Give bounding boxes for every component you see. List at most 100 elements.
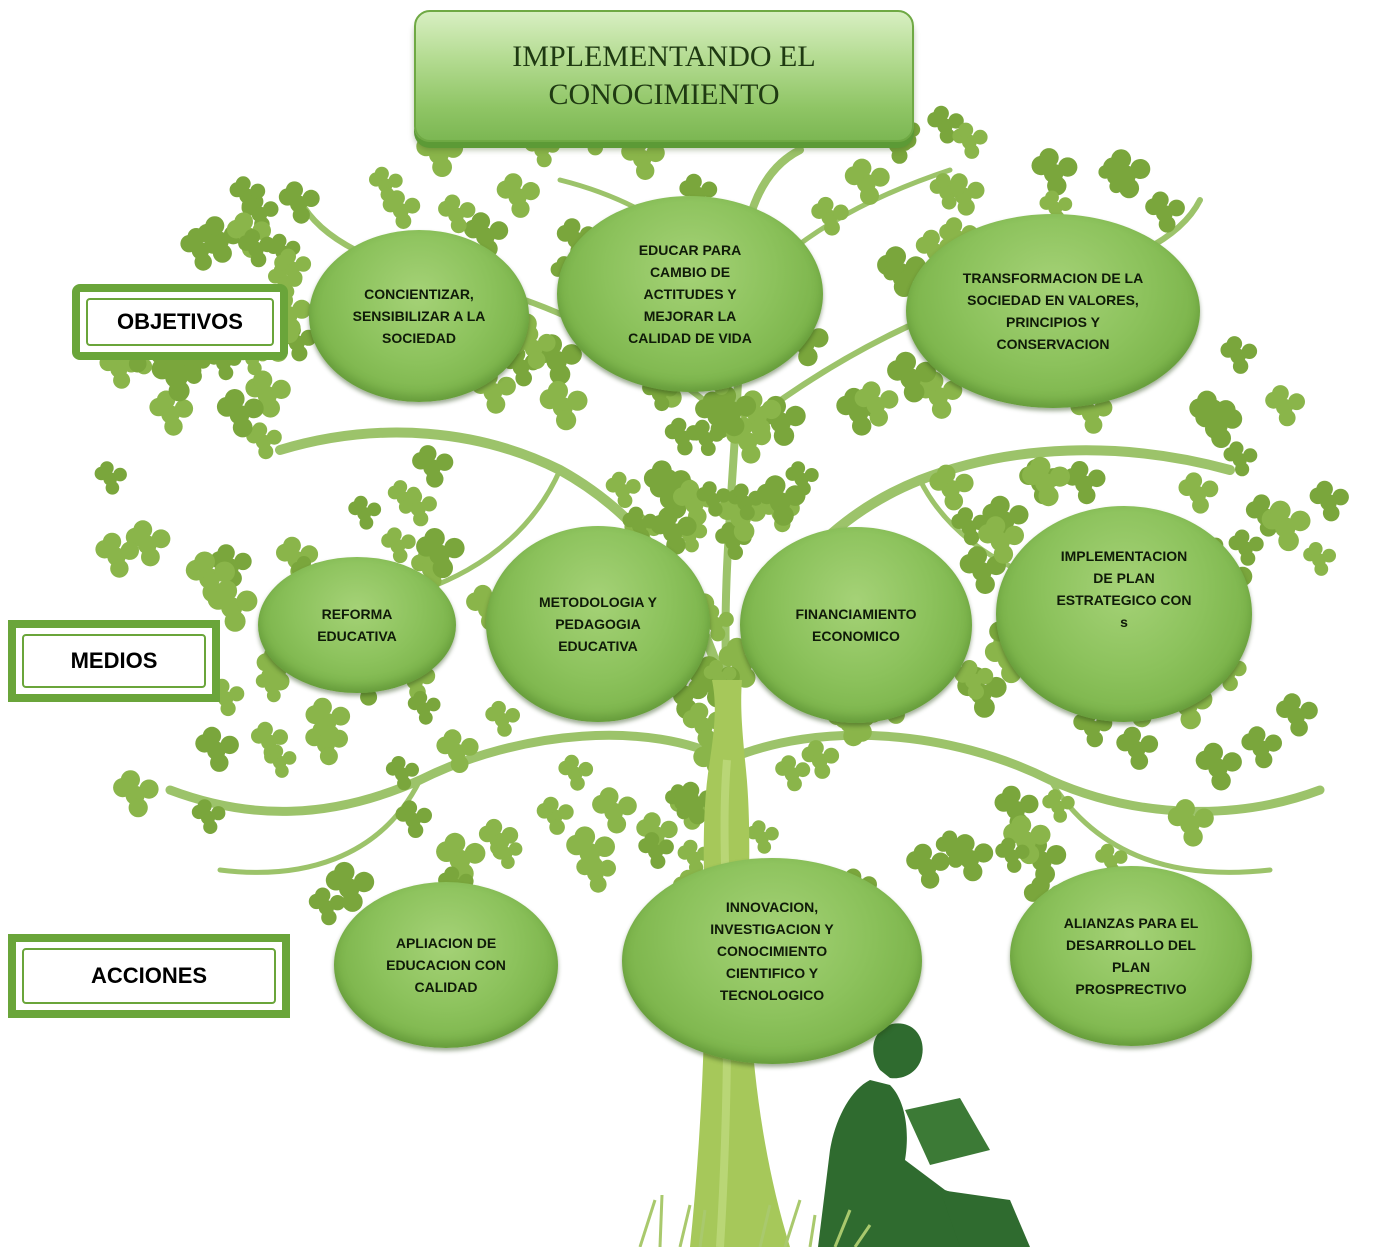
leaf-lobe [985, 516, 1006, 536]
leaf-lobe [421, 496, 437, 512]
leaf-lobe [1111, 149, 1132, 170]
leaf-lobe [702, 481, 717, 496]
leaf-lobe [957, 198, 975, 216]
leaf-lobe [1015, 844, 1030, 859]
leaf-lobe [685, 173, 702, 190]
leaf-lobe [862, 381, 881, 400]
leaf-lobe [628, 506, 644, 522]
leaf-cluster [1145, 191, 1185, 233]
leaf-lobe [202, 726, 222, 746]
leaf-lobe [599, 859, 616, 877]
leaf-lobe [944, 491, 964, 511]
leaf-lobe [1140, 735, 1159, 753]
leaf-lobe [1270, 500, 1291, 522]
leaf-cluster [592, 787, 637, 834]
leaf-lobe [710, 626, 726, 642]
leaf-lobe [681, 781, 700, 800]
leaf-lobe [582, 856, 604, 877]
objetivos-label-box: OBJETIVOS [72, 284, 288, 360]
leaf-lobe [395, 213, 412, 230]
leaf-lobe [1289, 510, 1311, 532]
leaf-lobe [1038, 486, 1059, 507]
leaf-cluster [238, 229, 276, 268]
acciones-label: ACCIONES [90, 963, 208, 988]
medio-node-metodologia: METODOLOGIA Y PEDAGOGIA EDUCATIVA [486, 526, 710, 722]
leaf-lobe [459, 202, 476, 218]
leaf-lobe [587, 140, 603, 156]
leaf-lobe [282, 751, 297, 765]
leaf-lobe [450, 755, 469, 773]
leaf-cluster [1031, 148, 1078, 196]
objetivos-label: OBJETIVOS [117, 309, 243, 334]
leaf-lobe [1203, 399, 1224, 420]
leaf-lobe [1123, 726, 1141, 745]
leaf-cluster [811, 196, 849, 236]
leaf-lobe [321, 909, 337, 926]
leaf-cluster [246, 422, 282, 460]
grass-base [638, 1194, 872, 1247]
leaf-lobe [723, 415, 745, 437]
leaf-cluster [978, 516, 1024, 564]
leaf-lobe [967, 546, 987, 566]
leaf-lobe [1185, 472, 1203, 490]
leaf-lobe [444, 194, 461, 211]
leaf-lobe [709, 427, 724, 442]
leaf-lobe [808, 740, 824, 756]
leaf-cluster [264, 744, 297, 778]
leaf-lobe [798, 346, 818, 367]
leaf-cluster [1309, 480, 1349, 522]
leaf-lobe [367, 502, 382, 517]
leaf-cluster [180, 228, 222, 271]
leaf-lobe [443, 138, 464, 158]
leaf-lobe [549, 819, 565, 835]
leaf-cluster [1167, 799, 1214, 847]
leaf-lobe [955, 473, 974, 493]
leaf-lobe [508, 842, 523, 856]
leaf-lobe [643, 812, 661, 830]
leaf-lobe [1322, 548, 1336, 563]
leaf-lobe [258, 444, 274, 460]
leaf-lobe [505, 708, 520, 723]
leaf-cluster [1303, 542, 1336, 576]
leaf-cluster [113, 770, 159, 818]
leaf-lobe [1211, 771, 1231, 791]
leaf-lobe [824, 219, 840, 236]
leaf-lobe [424, 528, 445, 549]
leaf-lobe [252, 422, 268, 438]
leaf-lobe [329, 895, 346, 911]
objetivo-node-educar: EDUCAR PARA CAMBIO DE ACTITUDES Y MEJORA… [557, 196, 823, 392]
leaf-lobe [113, 371, 131, 389]
leaf-lobe [974, 843, 994, 863]
leaf-lobe [275, 764, 289, 778]
leaf-lobe [426, 697, 441, 712]
leaf-cluster [348, 495, 382, 530]
leaf-lobe [697, 729, 716, 748]
leaf-lobe [1100, 843, 1115, 858]
leaf-lobe [331, 706, 351, 726]
leaf-cluster [305, 697, 351, 744]
leaf-lobe [413, 690, 428, 705]
leaf-lobe [948, 113, 964, 129]
leaf-lobe [578, 761, 594, 777]
leaf-cluster [995, 837, 1030, 873]
leaf-cluster [539, 380, 588, 431]
leaf-lobe [216, 580, 238, 602]
leaf-lobe [360, 688, 378, 706]
leaf-lobe [1047, 789, 1062, 803]
leaf-lobe [302, 189, 320, 207]
leaf-lobe [485, 818, 503, 836]
leaf-lobe [1158, 215, 1176, 233]
leaf-lobe [234, 552, 252, 571]
leaf-lobe [435, 453, 454, 471]
leaf-lobe [259, 236, 276, 253]
leaf-lobe [397, 776, 412, 791]
leaf-lobe [967, 181, 985, 199]
leaf-lobe [611, 471, 627, 487]
leaf-cluster [756, 475, 806, 526]
leaf-lobe [941, 194, 957, 210]
leaf-cluster [1178, 472, 1219, 514]
leaf-lobe [721, 522, 737, 538]
leaf-lobe [295, 256, 312, 272]
leaf-lobe [895, 281, 911, 296]
leaf-lobe [660, 820, 678, 839]
